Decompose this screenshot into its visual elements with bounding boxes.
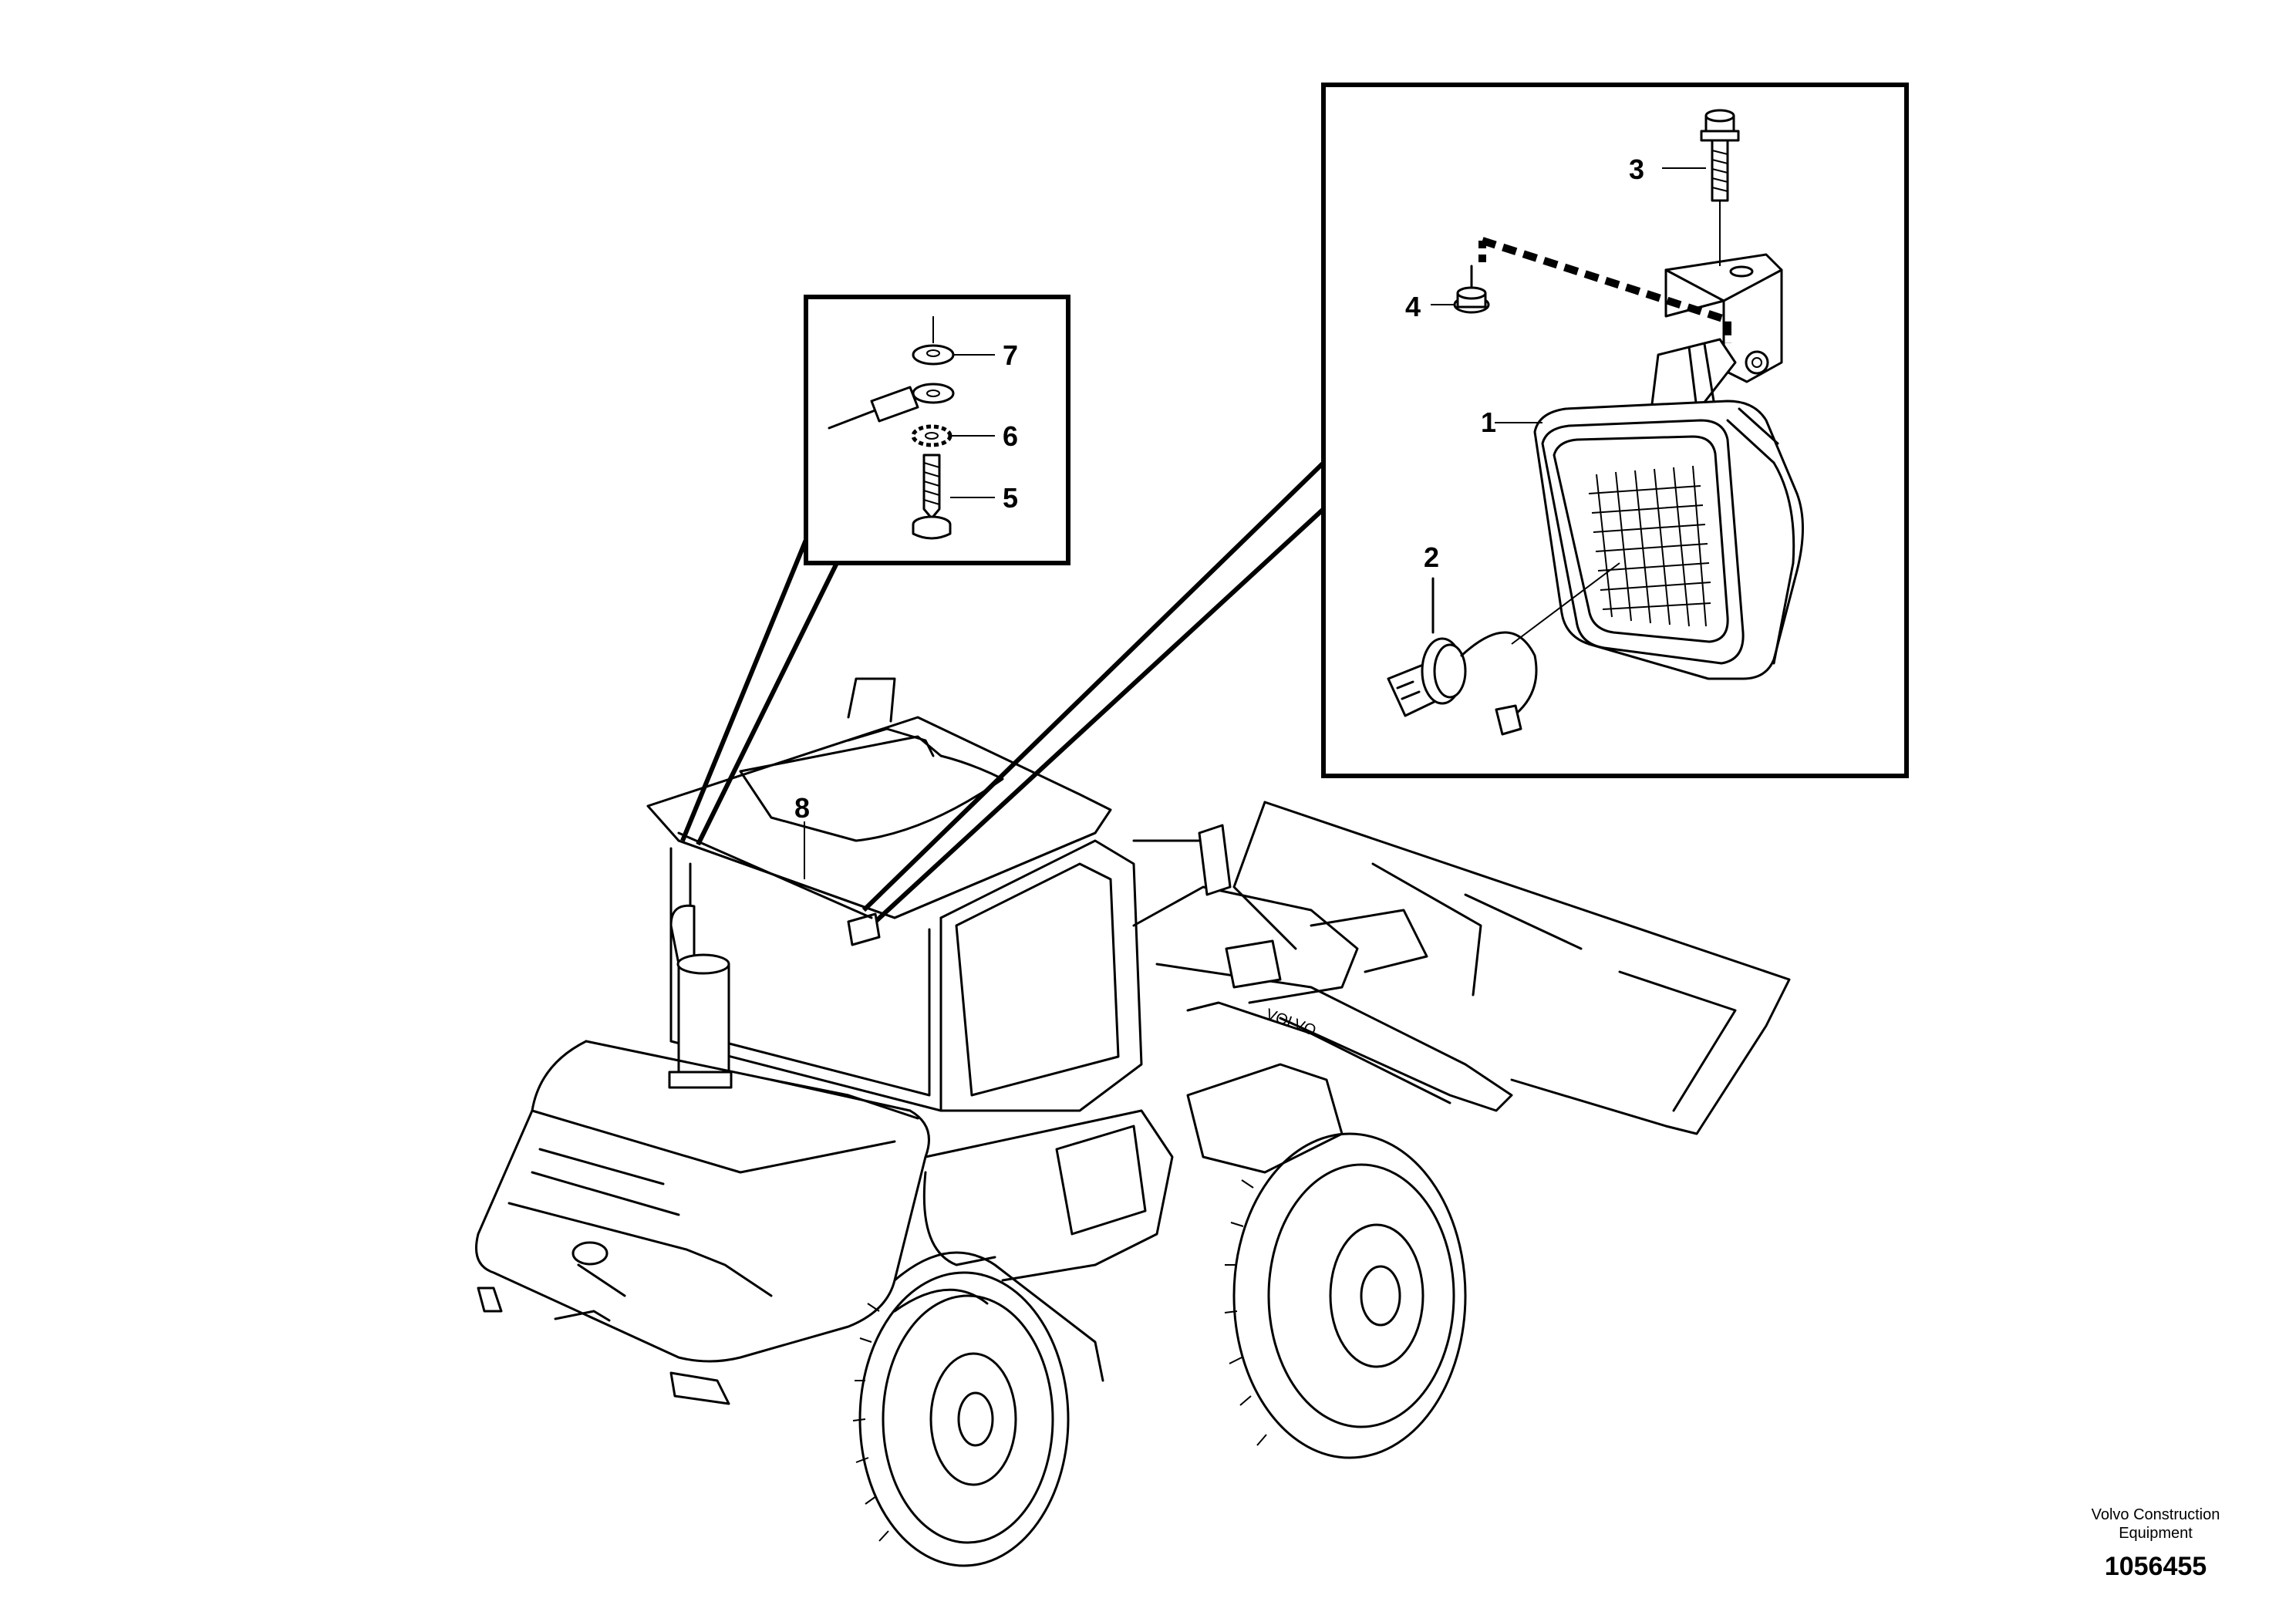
- lock-washer: [911, 424, 952, 447]
- wheel-loader: VOLVO: [475, 677, 1791, 1567]
- callout-6: 6: [1003, 420, 1018, 452]
- callout-1: 1: [1481, 406, 1496, 438]
- company-name-line2: Equipment: [2119, 1525, 2193, 1542]
- callout-8: 8: [794, 792, 810, 824]
- leaders-fasteners: [950, 354, 995, 498]
- company-name-line1: Volvo Construction: [2092, 1506, 2220, 1523]
- washer: [912, 316, 955, 366]
- callout-3: 3: [1629, 153, 1644, 185]
- callout-2: 2: [1424, 541, 1439, 573]
- callout-5: 5: [1003, 482, 1018, 514]
- flange-nut: [1453, 265, 1490, 314]
- fastener-detail-box: [804, 295, 1070, 565]
- lamp-bracket: [1649, 253, 1783, 433]
- bulb: [1387, 577, 1538, 736]
- bolt: [1700, 109, 1740, 266]
- lamp-detail-box: [1321, 83, 1909, 778]
- callout-4: 4: [1405, 291, 1421, 322]
- screw: [912, 454, 952, 540]
- cable-lug: [828, 383, 955, 430]
- callout-7: 7: [1003, 339, 1018, 371]
- work-lamp: [1533, 400, 1804, 680]
- machine-logo: VOLVO: [1263, 1006, 1318, 1040]
- leaders-lamp: [1431, 167, 1706, 645]
- detail-pointers: [680, 460, 1326, 924]
- document-number: 1056455: [2105, 1552, 2207, 1581]
